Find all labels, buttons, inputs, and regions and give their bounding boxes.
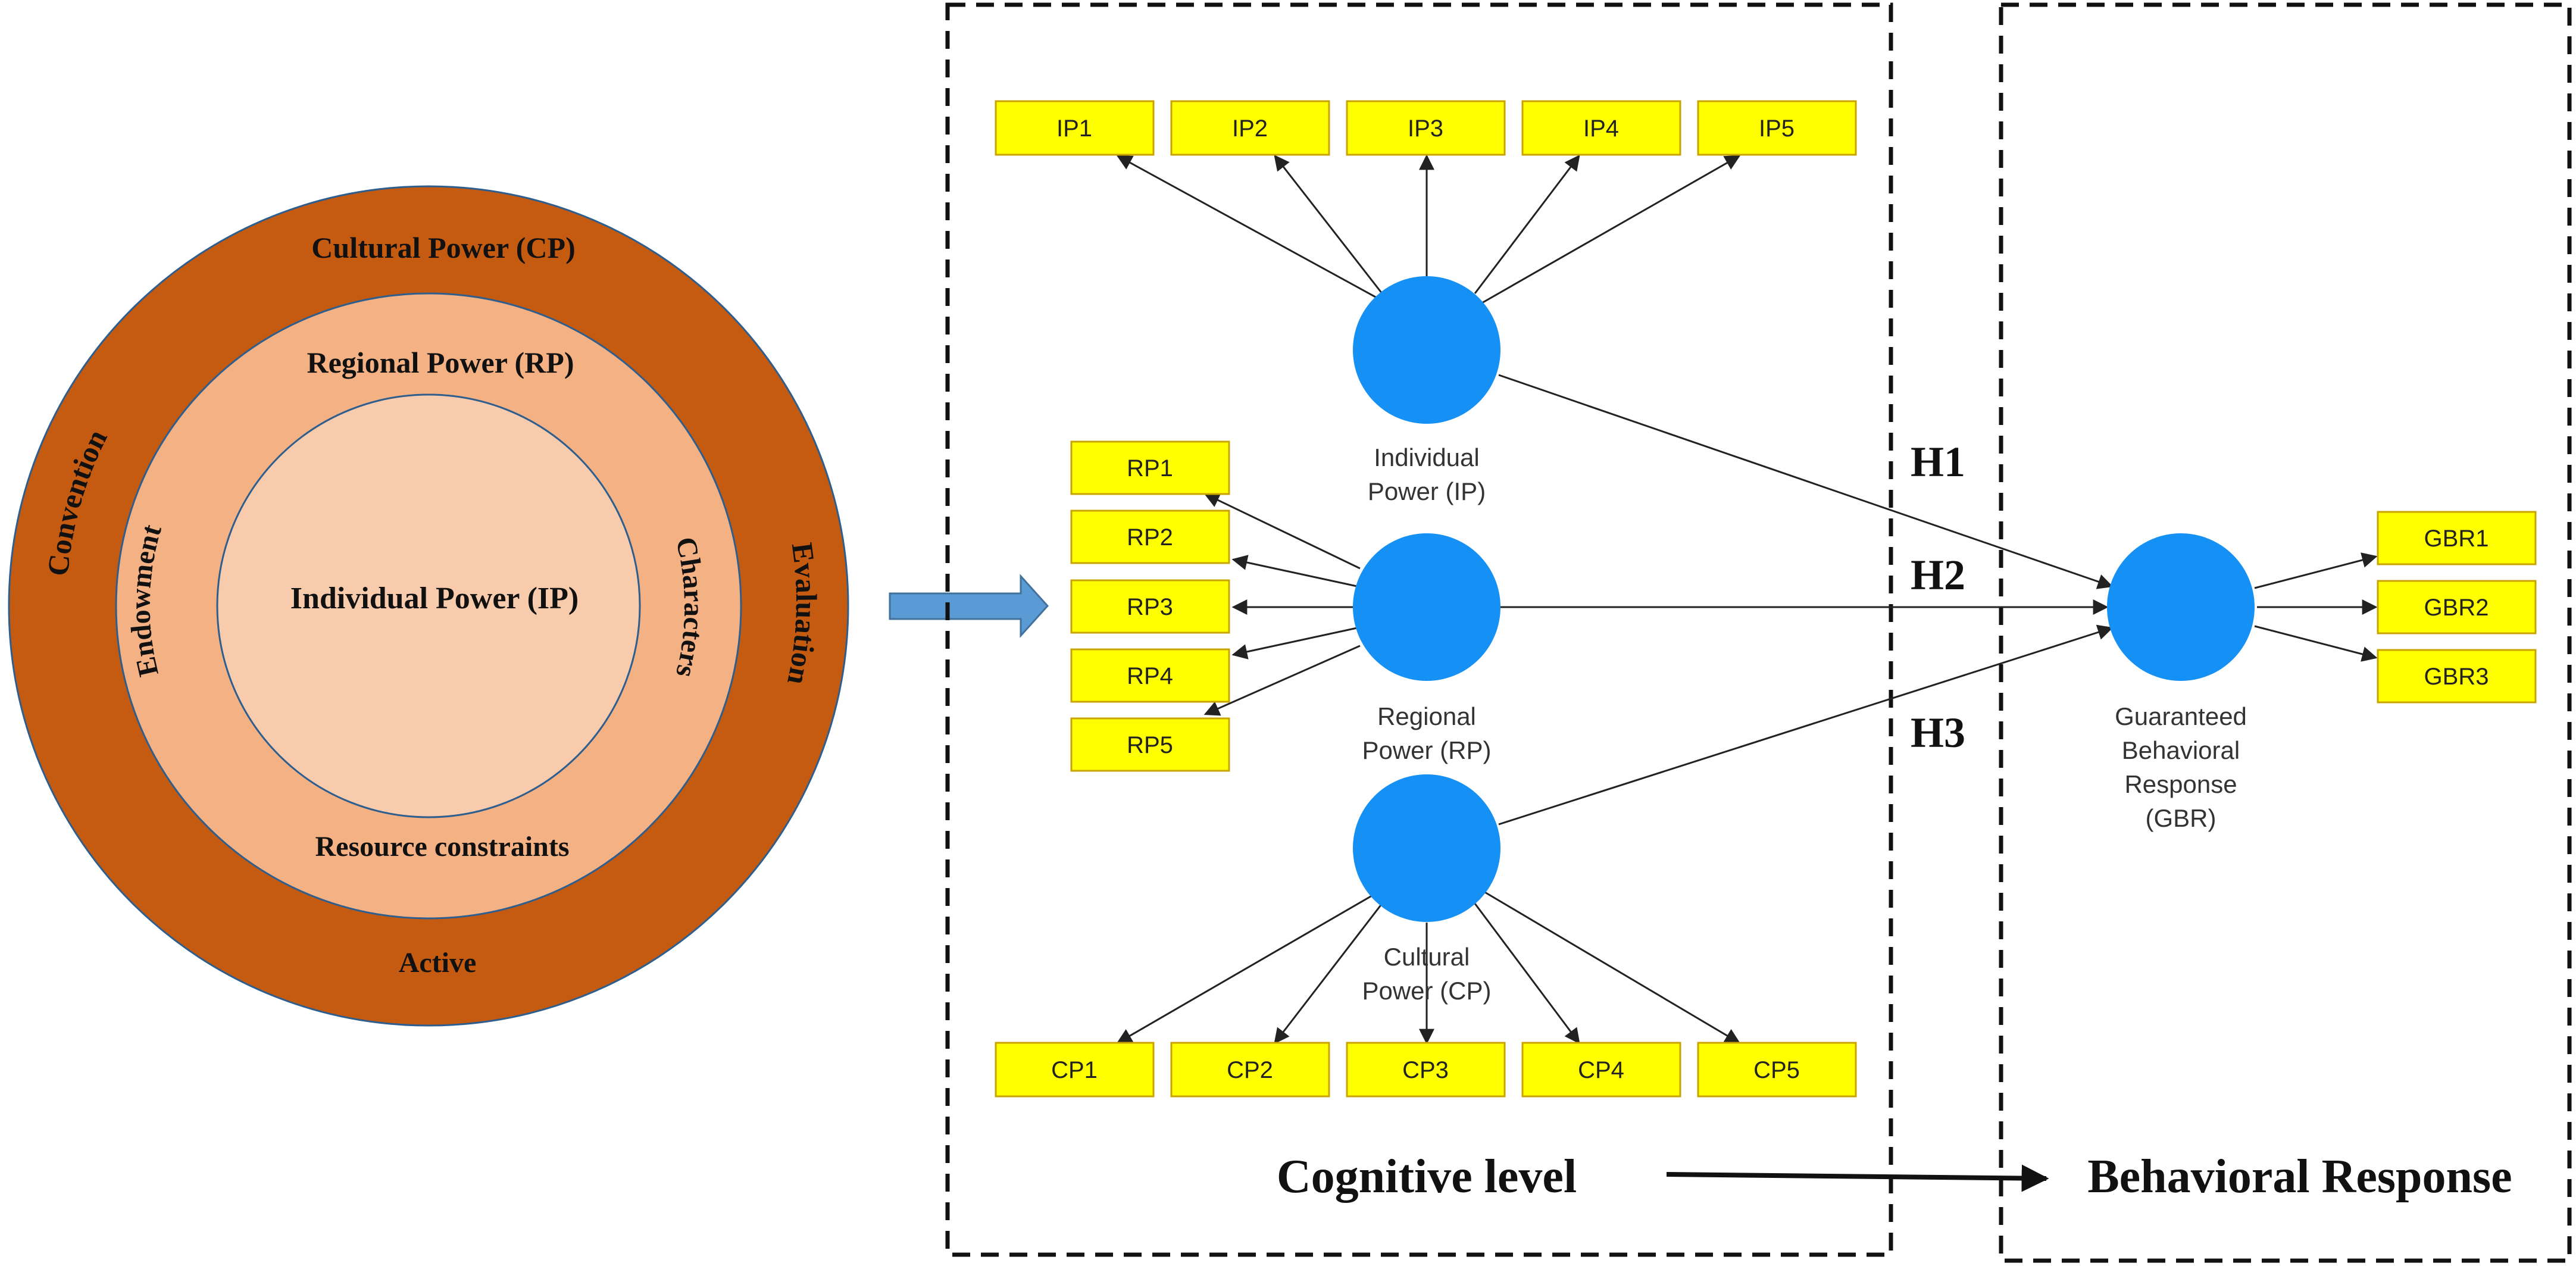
- indicator-boxes: [995, 100, 2537, 1098]
- cp1-label: CP1: [1051, 1057, 1098, 1083]
- cp4-label: CP4: [1578, 1057, 1624, 1083]
- rp-construct-label-2: Power (RP): [1362, 736, 1491, 764]
- cognitive-level-label: Cognitive level: [1277, 1151, 1577, 1203]
- resource-constraints-label: Resource constraints: [315, 831, 569, 862]
- construct-labels: Individual Power (IP) Regional Power (RP…: [1362, 443, 2246, 1005]
- cp3-label: CP3: [1402, 1057, 1449, 1083]
- cp-to-cp5-arrow: [1480, 889, 1741, 1044]
- constructs: [1353, 276, 2255, 922]
- individual-power-circle: [216, 393, 641, 818]
- rp1-box: [1070, 440, 1230, 495]
- ip4-box: [1521, 100, 1681, 156]
- gbr-to-gbr1-arrow: [2254, 552, 2378, 589]
- rp-construct-label-1: Regional: [1377, 702, 1476, 730]
- cp2-box: [1170, 1042, 1330, 1098]
- rp5-label: RP5: [1127, 732, 1173, 758]
- cp-construct-label-2: Power (CP): [1362, 977, 1491, 1005]
- h1-path: [1498, 374, 2114, 589]
- cp4-box: [1521, 1042, 1681, 1098]
- cp-to-cp4-arrow: [1474, 903, 1580, 1045]
- cp5-label: CP5: [1753, 1057, 1800, 1083]
- cultural-power-construct: [1353, 774, 1500, 922]
- ip-to-ip1-arrow: [1116, 155, 1383, 302]
- ip1-box: [995, 100, 1155, 156]
- gbr-construct-label-4: (GBR): [2146, 804, 2217, 832]
- rp-to-rp2-arrow: [1231, 555, 1358, 587]
- gbr-construct-label-2: Behavioral: [2122, 736, 2240, 764]
- cp3-box: [1346, 1042, 1506, 1098]
- active-label: Active: [399, 947, 477, 979]
- h3-path: [1498, 624, 2114, 826]
- ip-construct-label-1: Individual: [1374, 443, 1479, 471]
- ip2-label: IP2: [1232, 115, 1268, 142]
- cp5-box: [1697, 1042, 1857, 1098]
- cognitive-level-frame: [945, 2, 1893, 1257]
- regional-power-label: Regional Power (RP): [307, 346, 574, 379]
- cp1-box: [995, 1042, 1155, 1098]
- ip4-label: IP4: [1583, 115, 1619, 142]
- ip3-box: [1346, 100, 1506, 156]
- cognitive-to-behavioral-arrow: [1666, 1164, 2049, 1192]
- gbr2-label: GBR2: [2424, 595, 2489, 621]
- h3-label: H3: [1911, 709, 1965, 757]
- cp-construct-label-1: Cultural: [1384, 943, 1470, 971]
- gbr-construct: [2107, 533, 2255, 681]
- h2-label: H2: [1911, 551, 1965, 599]
- rp3-label: RP3: [1127, 594, 1173, 620]
- cp-to-cp1-arrow: [1116, 889, 1383, 1044]
- ip-construct-label-2: Power (IP): [1368, 477, 1486, 505]
- individual-power-label: Individual Power (IP): [290, 582, 579, 615]
- gbr-construct-label-3: Response: [2124, 770, 2237, 798]
- gbr3-label: GBR3: [2424, 664, 2489, 690]
- ip5-label: IP5: [1759, 115, 1795, 142]
- ip2-box: [1170, 100, 1330, 156]
- rp-to-rp5-arrow: [1203, 645, 1361, 716]
- rp4-label: RP4: [1127, 663, 1173, 689]
- measurement-and-structural-paths: [1116, 154, 2378, 1045]
- individual-power-construct: [1353, 276, 1500, 424]
- rp-to-rp1-arrow: [1203, 493, 1361, 570]
- rp-to-rp4-arrow: [1231, 627, 1358, 659]
- regional-power-construct: [1353, 533, 1500, 681]
- hypothesis-labels: H1 H2 H3: [1911, 438, 1965, 757]
- ip-to-ip5-arrow: [1480, 155, 1741, 305]
- ip-to-ip4-arrow: [1474, 154, 1580, 294]
- rp4-box: [1070, 648, 1230, 703]
- cp-to-cp2-arrow: [1274, 903, 1383, 1045]
- rp1-label: RP1: [1127, 455, 1173, 482]
- ip1-label: IP1: [1056, 115, 1092, 142]
- indicator-labels: IP1 IP2 IP3 IP4 IP5 RP1 RP2 RP3 RP4 RP5 …: [1051, 115, 2489, 1083]
- gbr1-box: [2377, 511, 2537, 565]
- power-circle-model: Cultural Power (CP) Regional Power (RP) …: [8, 185, 849, 1027]
- gbr-to-gbr3-arrow: [2254, 625, 2378, 662]
- gbr-construct-label-1: Guaranteed: [2115, 702, 2247, 730]
- gbr1-label: GBR1: [2424, 526, 2489, 552]
- gbr2-box: [2377, 580, 2537, 634]
- cultural-power-label: Cultural Power (CP): [311, 231, 575, 264]
- transition-arrow: [889, 574, 1049, 638]
- rp2-label: RP2: [1127, 524, 1173, 551]
- ip-to-ip2-arrow: [1274, 154, 1383, 294]
- ip5-box: [1697, 100, 1857, 156]
- rp3-box: [1070, 579, 1230, 634]
- rp2-box: [1070, 509, 1230, 564]
- ip3-label: IP3: [1408, 115, 1443, 142]
- behavioral-response-label: Behavioral Response: [2087, 1151, 2512, 1203]
- gbr3-box: [2377, 649, 2537, 704]
- cp2-label: CP2: [1227, 1057, 1273, 1083]
- rp5-box: [1070, 717, 1230, 772]
- h1-label: H1: [1911, 438, 1965, 486]
